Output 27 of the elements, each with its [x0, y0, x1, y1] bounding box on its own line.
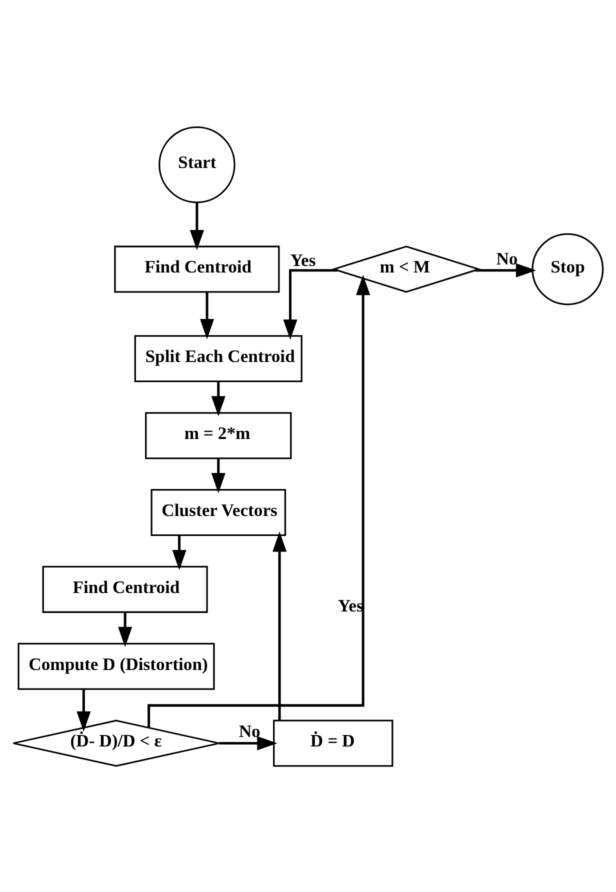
node-box: Cluster Vectors	[150, 488, 286, 536]
node-box: m = 2*m	[145, 412, 292, 459]
node-circle: Stop	[532, 232, 604, 305]
node-box: Ḋ = D	[273, 719, 394, 766]
arrow	[118, 612, 132, 647]
arrow	[172, 535, 186, 570]
arrow	[475, 262, 536, 277]
edge-label: Yes	[338, 595, 364, 616]
edge-label: Yes	[290, 249, 316, 270]
arrow	[219, 736, 278, 750]
node-box: Compute D (Distortion)	[18, 642, 215, 690]
node-circle: Start	[158, 126, 236, 203]
node-diamond: (Ḋ- D)/D < ε	[12, 719, 220, 766]
arrow	[76, 688, 91, 732]
arrow	[272, 531, 287, 720]
node-diamond: m < M	[331, 245, 482, 292]
node-box: Find Centroid	[42, 565, 208, 612]
arrow	[200, 292, 214, 339]
node-box: Split Each Centroid	[134, 334, 302, 382]
arrow	[211, 458, 226, 493]
node-box: Find Centroid	[114, 245, 280, 292]
arrow	[211, 381, 226, 416]
edge-label: No	[496, 248, 518, 268]
arrow	[148, 274, 370, 727]
edge-label: No	[238, 720, 260, 741]
arrow	[190, 202, 204, 250]
arrow	[283, 268, 338, 340]
